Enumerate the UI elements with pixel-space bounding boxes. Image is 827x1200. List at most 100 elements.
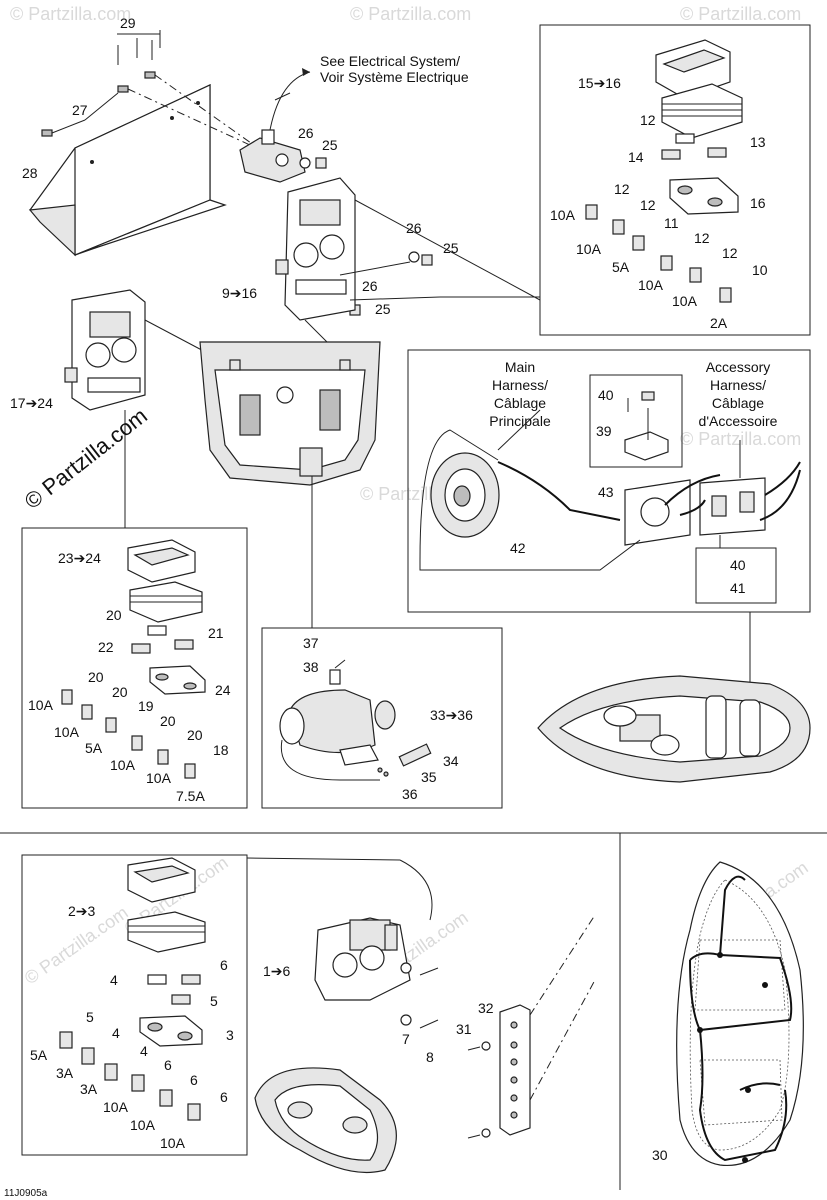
note-accessory-harness: d'Accessoire xyxy=(699,413,778,429)
watermark-faint: © Partzilla.com xyxy=(350,4,471,24)
callout: 23➔24 xyxy=(58,550,101,566)
callout: 18 xyxy=(213,742,229,758)
watermark-faint: © Partzilla.com xyxy=(10,4,131,24)
bracket-16 xyxy=(669,177,739,215)
callout: 36 xyxy=(402,786,418,802)
callout: 6 xyxy=(220,957,228,973)
fuse-kit-box-b xyxy=(21,527,248,809)
callout: 19 xyxy=(138,698,154,714)
mounting-panel xyxy=(28,84,227,257)
note-main-harness: Principale xyxy=(489,413,551,429)
callout: 7.5A xyxy=(176,788,205,804)
callout: 5A xyxy=(612,259,630,275)
fuse-holder-17-24 xyxy=(64,289,146,411)
callout: 27 xyxy=(72,102,88,118)
callout: 16 xyxy=(750,195,766,211)
solenoid-harness xyxy=(419,429,801,571)
callout: 29 xyxy=(120,15,136,31)
callout: 35 xyxy=(421,769,437,785)
bolts-27 xyxy=(41,71,276,161)
callout: 3A xyxy=(80,1081,98,1097)
watermark-faint: © Partzilla.com xyxy=(680,4,801,24)
fuse-kit-box-c xyxy=(21,854,248,1156)
callout: 12 xyxy=(694,230,710,246)
callout: 20 xyxy=(187,727,203,743)
callout: 12 xyxy=(722,245,738,261)
callout: 20 xyxy=(106,607,122,623)
watermark-main: © Partzilla.com xyxy=(20,403,152,514)
callout: 43 xyxy=(598,484,614,500)
callout: 20 xyxy=(88,669,104,685)
callout: 30 xyxy=(652,1147,668,1163)
callout: 20 xyxy=(160,713,176,729)
callout: 1➔6 xyxy=(263,963,291,979)
callout: 24 xyxy=(215,682,231,698)
callout: 25 xyxy=(443,240,459,256)
callout: 25 xyxy=(375,301,391,317)
callout: 5 xyxy=(86,1009,94,1025)
callout: 37 xyxy=(303,635,319,651)
fuse-kit-box-a xyxy=(539,24,811,336)
callout: 3 xyxy=(226,1027,234,1043)
pump-assembly xyxy=(279,669,432,781)
callout: 31 xyxy=(456,1021,472,1037)
callout: 32 xyxy=(478,1000,494,1016)
screw-inset-box xyxy=(695,547,777,604)
callout: 41 xyxy=(730,580,746,596)
callout: 10A xyxy=(54,724,80,740)
callout: 40 xyxy=(598,387,614,403)
callout: 4 xyxy=(140,1043,148,1059)
callout: 6 xyxy=(220,1089,228,1105)
boat-harness-30 xyxy=(676,861,804,1167)
fuse-holder-9-16 xyxy=(275,177,441,321)
fuses-c xyxy=(59,974,203,1121)
callout: 2➔3 xyxy=(68,903,96,919)
callout: 13 xyxy=(750,134,766,150)
callout: 10A xyxy=(146,770,172,786)
callout: 28 xyxy=(22,165,38,181)
boat-bottom-left xyxy=(254,1067,397,1174)
callout: 38 xyxy=(303,659,319,675)
fuse-cover-23-24 xyxy=(127,539,203,623)
callout: 10A xyxy=(672,293,698,309)
callout: 2A xyxy=(710,315,728,331)
callout: 10A xyxy=(28,697,54,713)
callout: 6 xyxy=(164,1057,172,1073)
callout: 39 xyxy=(596,423,612,439)
note-accessory-harness: Accessory xyxy=(706,359,771,375)
callout: 20 xyxy=(112,684,128,700)
screws-29 xyxy=(117,30,161,65)
callout: 22 xyxy=(98,639,114,655)
fuse-cover-15-16 xyxy=(655,39,743,139)
callout: 5 xyxy=(210,993,218,1009)
note-main-harness: Main xyxy=(505,359,535,375)
callout: 15➔16 xyxy=(578,75,621,91)
fuse-cover-2-3 xyxy=(127,857,206,953)
console-front xyxy=(199,341,381,486)
motor-gear xyxy=(430,452,500,538)
diagram-code: 11J0905a xyxy=(4,1188,48,1199)
relay-connector xyxy=(239,129,313,183)
note-voir-systeme: Voir Système Electrique xyxy=(320,69,469,85)
callout: 8 xyxy=(426,1049,434,1065)
callout: 9➔16 xyxy=(222,285,257,301)
callout: 12 xyxy=(640,112,656,128)
callout: 6 xyxy=(190,1072,198,1088)
callout: 40 xyxy=(730,557,746,573)
terminal-inset-box xyxy=(589,374,683,468)
callout: 11 xyxy=(664,215,679,231)
callout: 34 xyxy=(443,753,459,769)
callout: 4 xyxy=(110,972,118,988)
callout: 12 xyxy=(640,197,656,213)
callout: 33➔36 xyxy=(430,707,473,723)
terminal-strip-32 xyxy=(467,914,596,1139)
callout: 5A xyxy=(85,740,103,756)
callout: 26 xyxy=(406,220,422,236)
harness-box xyxy=(407,349,811,613)
fuse-holder-1-6 xyxy=(314,917,411,1001)
callout: 17➔24 xyxy=(10,395,53,411)
callout: 10A xyxy=(160,1135,186,1151)
callout: 10A xyxy=(130,1117,156,1133)
note-accessory-harness: Harness/ xyxy=(710,377,766,393)
